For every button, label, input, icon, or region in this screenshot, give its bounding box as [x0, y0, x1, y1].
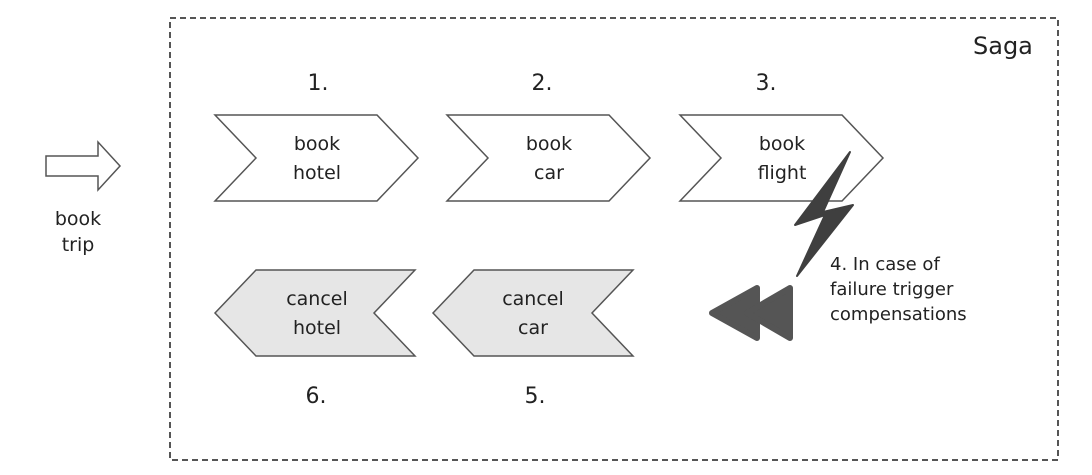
- step-1-label-line2: hotel: [293, 162, 341, 184]
- step-2-number: 2.: [532, 71, 553, 96]
- compensation-2-label-line1: cancel: [502, 288, 564, 310]
- input-label-line2: trip: [62, 234, 95, 256]
- step-3-label-line1: book: [759, 133, 805, 155]
- step-1-label-line1: book: [294, 133, 340, 155]
- input-arrow-icon: [45, 140, 122, 192]
- step-1-number: 1.: [308, 71, 329, 96]
- compensation-1-label-line2: hotel: [293, 317, 341, 339]
- failure-note-line1: 4. In case of: [830, 254, 940, 275]
- compensation-1-label-line1: cancel: [286, 288, 348, 310]
- step-2-label-line2: car: [534, 162, 564, 184]
- compensation-2-label-line2: car: [518, 317, 548, 339]
- failure-note-line2: failure trigger: [830, 279, 954, 300]
- step-2-label-line1: book: [526, 133, 572, 155]
- rewind-icon: [709, 285, 793, 341]
- compensation-cancel-car-chevron: [431, 269, 635, 357]
- compensation-cancel-hotel-chevron: [213, 269, 417, 357]
- step-book-car-chevron: [445, 114, 652, 202]
- step-book-flight-chevron: [678, 114, 885, 202]
- step-3-number: 3.: [756, 71, 777, 96]
- saga-boundary: [169, 17, 1059, 461]
- saga-title: Saga: [973, 32, 1033, 60]
- step-book-hotel-chevron: [213, 114, 420, 202]
- failure-note-line3: compensations: [830, 304, 967, 325]
- compensation-6-number: 6.: [306, 384, 327, 409]
- lightning-icon: [794, 151, 854, 277]
- step-3-label-line2: flight: [758, 162, 807, 184]
- input-label-line1: book: [55, 208, 101, 230]
- compensation-5-number: 5.: [525, 384, 546, 409]
